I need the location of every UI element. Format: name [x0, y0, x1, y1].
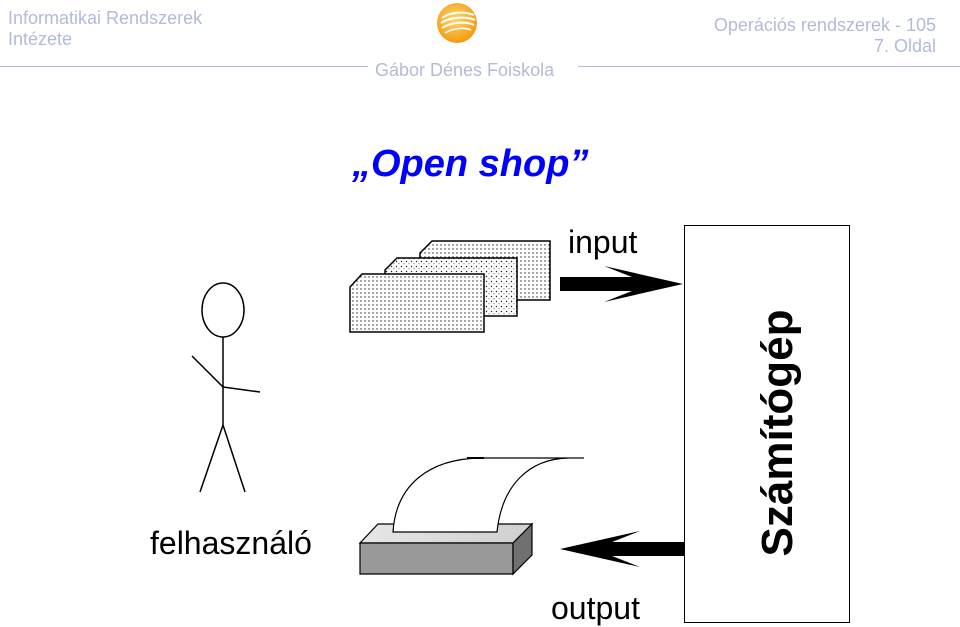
punch-card-front [349, 273, 485, 333]
slide-title: „Open shop” [352, 143, 589, 185]
printer-paper [392, 457, 569, 533]
course-title: Operációs rendszerek - 105 [713, 15, 936, 35]
institute-line-2: Intézete [8, 29, 73, 49]
output-arrow-icon [560, 531, 684, 567]
printer-side-face [512, 522, 533, 576]
input-label: input [568, 224, 638, 260]
page-number: 7. Oldal [873, 36, 936, 56]
header-rule-left [0, 66, 368, 67]
user-label: felhasználó [150, 525, 312, 561]
computer-box [684, 225, 850, 623]
printer-icon [358, 457, 584, 576]
school-name: Gábor Dénes Foiskola [375, 60, 555, 80]
output-label: output [551, 590, 640, 626]
course-info: Operációs rendszerek - 105 7. Oldal [714, 15, 936, 57]
printer-front-face [359, 542, 514, 575]
user-stick-figure-icon [191, 282, 261, 493]
input-arrow-icon [560, 266, 683, 302]
institute-name: Informatikai Rendszerek Intézete [8, 8, 202, 50]
college-logo-icon [437, 3, 477, 43]
institute-line-1: Informatikai Rendszerek [8, 8, 203, 28]
punch-cards-icon [349, 240, 551, 333]
computer-label: Számítógép [753, 309, 802, 557]
header-rule-right [578, 66, 960, 67]
